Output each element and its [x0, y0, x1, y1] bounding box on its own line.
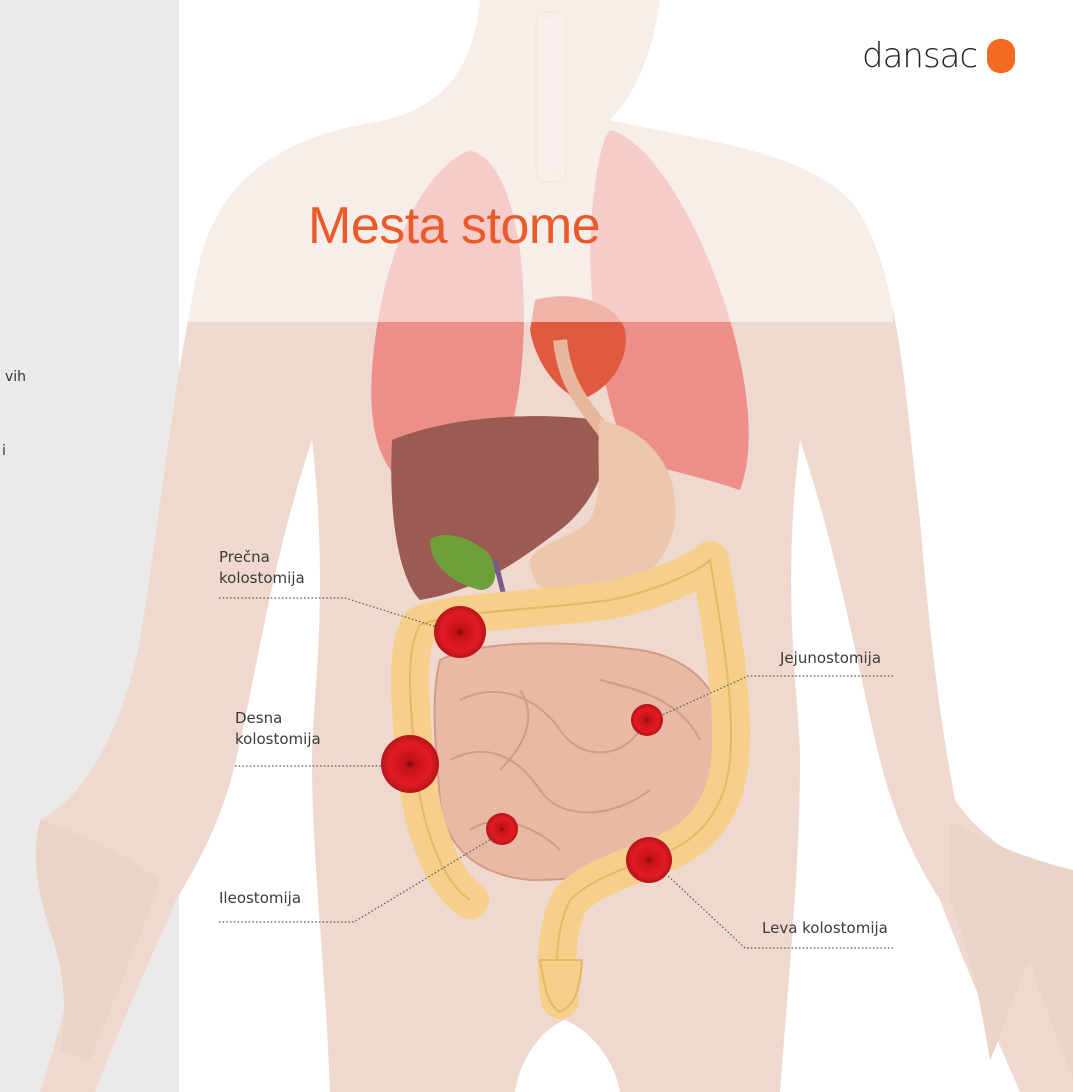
label-line: Prečna	[219, 547, 305, 568]
label-ileostomy: Ileostomija	[219, 888, 301, 909]
page-title: Mesta stome	[308, 196, 600, 256]
label-transverse-colostomy: Prečna kolostomija	[219, 547, 305, 589]
logo-dot-icon	[987, 39, 1015, 73]
stoma-right	[381, 735, 439, 793]
label-line: kolostomija	[219, 568, 305, 589]
stoma-left	[626, 837, 672, 883]
stoma-jejuno	[631, 704, 663, 736]
label-jejunostomy: Jejunostomija	[780, 648, 881, 669]
stoma-transverse	[434, 606, 486, 658]
logo-wordmark: dansac	[862, 36, 977, 76]
label-line: Desna	[235, 708, 321, 729]
label-line: kolostomija	[235, 729, 321, 750]
label-right-colostomy: Desna kolostomija	[235, 708, 321, 750]
title-band	[179, 0, 893, 322]
label-left-colostomy: Leva kolostomija	[762, 918, 888, 939]
stoma-ileo	[486, 813, 518, 845]
brand-logo: dansac	[862, 36, 1015, 76]
